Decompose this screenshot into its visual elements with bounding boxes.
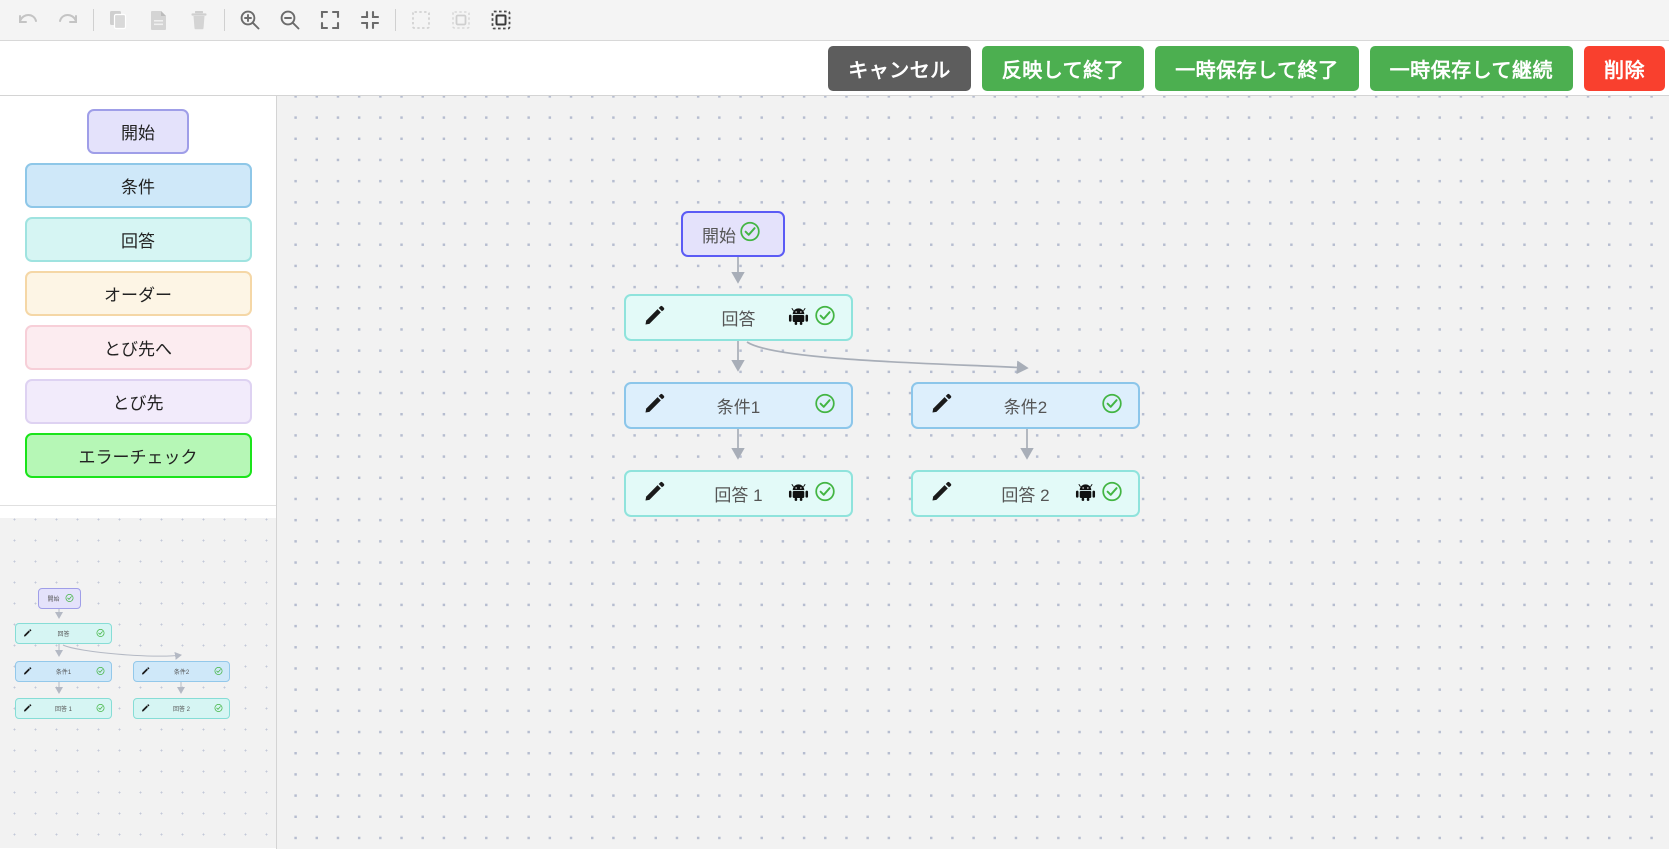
collapse-icon[interactable] — [350, 3, 390, 37]
minimap-node-label: 条件2 — [173, 670, 190, 676]
undo-icon[interactable] — [8, 3, 48, 37]
minimap-check-icon — [65, 593, 74, 604]
save-draft-and-continue-button[interactable]: 一時保存して継続 — [1369, 45, 1573, 91]
minimap-check-icon — [214, 666, 223, 677]
minimap-panel[interactable]: 開始 回答 条件1 条件2 回答 1 回答 2 — [0, 518, 276, 848]
android-device-icon — [788, 481, 809, 505]
minimap-edges — [55, 609, 185, 694]
node-edit-pencil-icon[interactable] — [930, 480, 953, 508]
palette-item-answer[interactable]: 回答 — [24, 217, 252, 262]
flow-node-condition-1[interactable]: 条件1 — [624, 382, 853, 429]
copy-icon[interactable] — [99, 3, 139, 37]
minimap-pencil-icon — [23, 628, 32, 639]
toolbar-separator — [395, 9, 396, 31]
minimap-check-icon — [96, 703, 105, 714]
minimap-pencil-icon — [23, 703, 32, 714]
toolbar-separator — [93, 9, 94, 31]
action-button-bar: キャンセル 反映して終了 一時保存して終了 一時保存して継続 削除 — [0, 41, 1669, 96]
minimap-node-condition-2: 条件2 — [133, 661, 230, 682]
minimap-check-icon — [96, 628, 105, 639]
edge-answer-to-condition2 — [746, 341, 1029, 375]
minimap-node-label: 条件1 — [55, 670, 72, 676]
minimap-canvas[interactable]: 開始 回答 条件1 条件2 回答 1 回答 2 — [0, 518, 276, 848]
minimap-edge — [62, 644, 182, 660]
cancel-button[interactable]: キャンセル — [828, 45, 971, 91]
node-edit-pencil-icon[interactable] — [930, 392, 953, 420]
minimap-node-start: 開始 — [38, 588, 81, 609]
minimap-node-answer-1: 回答 1 — [15, 698, 112, 719]
android-device-icon — [788, 305, 809, 329]
paste-document-icon[interactable] — [139, 3, 179, 37]
node-edit-pencil-icon[interactable] — [643, 480, 666, 508]
node-palette: 開始 条件 回答 オーダー とび先へ とび先 エラーチェック — [0, 96, 276, 506]
toolbar-separator — [224, 9, 225, 31]
trash-icon[interactable] — [179, 3, 219, 37]
node-status-check-icon — [1101, 392, 1123, 419]
palette-item-order[interactable]: オーダー — [24, 271, 252, 316]
android-device-icon — [1075, 481, 1096, 505]
select-dashed-icon[interactable] — [401, 3, 441, 37]
palette-item-condition[interactable]: 条件 — [24, 163, 252, 208]
palette-item-jump-target[interactable]: とび先 — [24, 379, 252, 424]
node-status-check-icon — [814, 480, 836, 507]
minimap-node-answer: 回答 — [15, 623, 112, 644]
redo-icon[interactable] — [48, 3, 88, 37]
minimap-node-condition-1: 条件1 — [15, 661, 112, 682]
minimap-check-icon — [96, 666, 105, 677]
zoom-in-icon[interactable] — [230, 3, 270, 37]
minimap-node-label: 回答 1 — [54, 707, 72, 713]
node-status-check-icon — [814, 304, 836, 331]
minimap-pencil-icon — [141, 703, 150, 714]
flow-node-condition-2[interactable]: 条件2 — [911, 382, 1140, 429]
node-edit-pencil-icon[interactable] — [643, 392, 666, 420]
palette-item-error-check[interactable]: エラーチェック — [24, 433, 252, 478]
flow-canvas[interactable]: 開始 回答 条件1 条件2 回答 1 — [277, 96, 1669, 849]
node-status-check-icon — [814, 392, 836, 419]
left-panel: 開始 条件 回答 オーダー とび先へ とび先 エラーチェック 開始 回答 条件1… — [0, 96, 277, 849]
flow-node-answer[interactable]: 回答 — [624, 294, 853, 341]
palette-item-start[interactable]: 開始 — [87, 109, 189, 154]
flow-node-start[interactable]: 開始 — [681, 211, 785, 257]
save-draft-and-exit-button[interactable]: 一時保存して終了 — [1155, 45, 1359, 91]
zoom-out-icon[interactable] — [270, 3, 310, 37]
apply-and-exit-button[interactable]: 反映して終了 — [981, 45, 1145, 91]
flow-node-answer-1[interactable]: 回答 1 — [624, 470, 853, 517]
minimap-node-label: 回答 — [57, 632, 70, 638]
select-square-icon[interactable] — [441, 3, 481, 37]
select-all-icon[interactable] — [481, 3, 521, 37]
palette-item-jump-to[interactable]: とび先へ — [24, 325, 252, 370]
minimap-pencil-icon — [23, 666, 32, 677]
minimap-pencil-icon — [141, 666, 150, 677]
node-status-check-icon — [739, 221, 761, 248]
fit-screen-icon[interactable] — [310, 3, 350, 37]
minimap-node-label: 開始 — [47, 597, 60, 603]
node-edit-pencil-icon[interactable] — [643, 304, 666, 332]
delete-button[interactable]: 削除 — [1584, 45, 1665, 91]
minimap-node-answer-2: 回答 2 — [133, 698, 230, 719]
node-status-check-icon — [1101, 480, 1123, 507]
flow-node-answer-2[interactable]: 回答 2 — [911, 470, 1140, 517]
minimap-node-label: 回答 2 — [172, 707, 190, 713]
minimap-check-icon — [214, 703, 223, 714]
main-toolbar — [0, 0, 1669, 41]
